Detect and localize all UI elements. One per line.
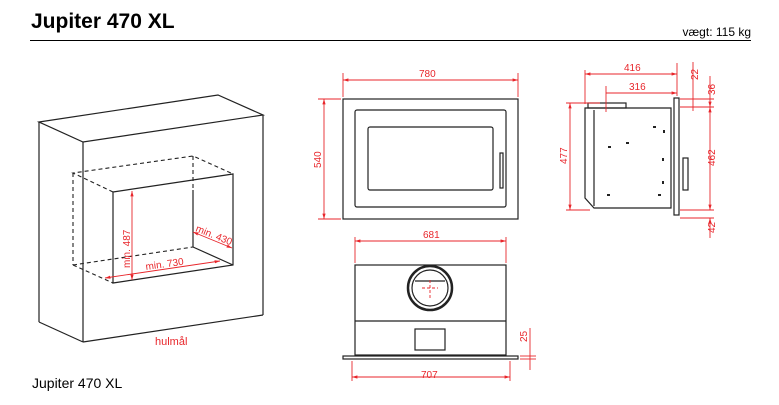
dim-22: 22 [690,68,701,80]
niche-depth-dim: min. 430 [194,224,234,249]
weight-label: vægt: 115 kg [682,25,751,39]
front-height-dim: 540 [313,151,324,168]
niche-isometric: min. 487 min. 730 min. 430 hulmål [36,94,266,348]
top-view: 681 707 25 [342,230,536,381]
flange-width-dim: 707 [421,370,438,381]
flange-dim: 25 [519,330,530,342]
collar-offset-dim: 316 [629,82,646,93]
front-width-dim: 780 [419,69,436,80]
title-divider [30,40,751,41]
side-depth-dim: 416 [624,63,641,74]
top-width-dim: 681 [423,230,440,241]
dim-36: 36 [707,83,718,95]
drawing-caption: Jupiter 470 XL [32,375,123,391]
page-title: Jupiter 470 XL [31,10,175,33]
niche-width-dim: min. 730 [145,257,185,273]
front-view: 780 540 [313,69,519,220]
plate-height-dim: 462 [707,149,718,166]
niche-height-dim: min. 487 [122,229,133,268]
dim-42: 42 [707,221,718,233]
niche-label: hulmål [155,336,187,348]
side-height-dim: 477 [559,147,570,164]
side-view: 416 316 477 22 36 462 42 [559,62,718,238]
